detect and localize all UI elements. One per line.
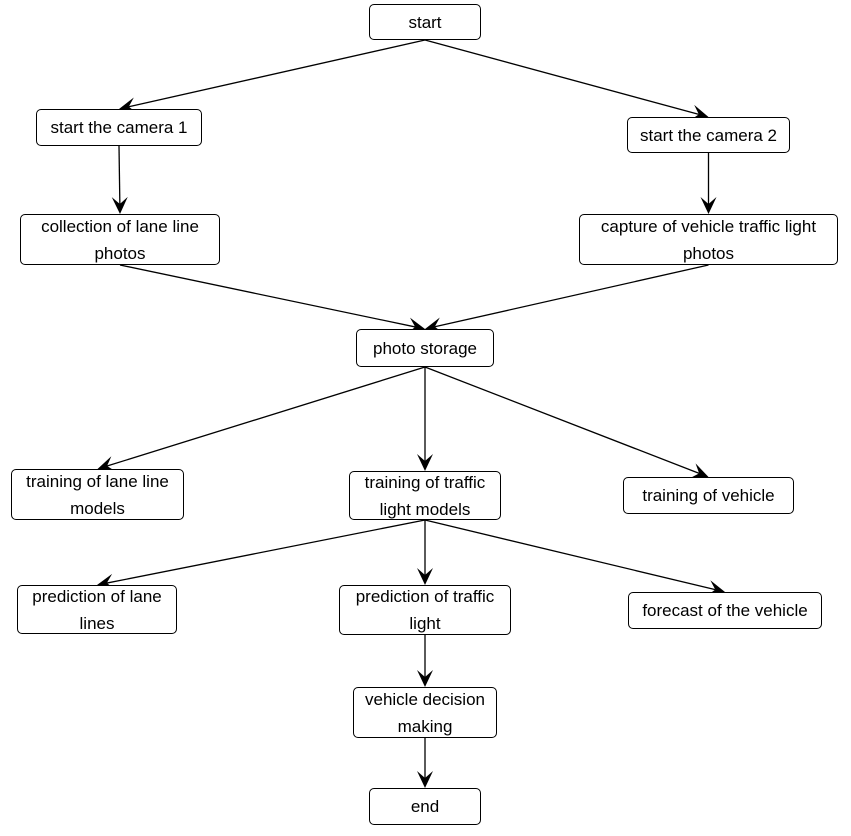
node-prediction-lane-lines: prediction of lane lines xyxy=(17,585,177,634)
node-start-camera-2: start the camera 2 xyxy=(627,117,790,153)
node-capture-traffic-light-photos: capture of vehicle traffic light photos xyxy=(579,214,838,265)
node-training-lane-models-label: training of lane line models xyxy=(26,471,169,518)
arrow-camera1-to-lane_photos xyxy=(111,145,128,214)
arrow-train_light-to-pred_lane xyxy=(97,519,426,590)
node-training-lane-models: training of lane line models xyxy=(11,469,184,520)
node-training-traffic-light-models-label: training of traffic light models xyxy=(364,472,486,519)
arrowhead xyxy=(111,196,128,214)
arrow-train_light-to-forecast_vehicle xyxy=(424,519,725,596)
arrow-light_photos-to-storage xyxy=(425,264,709,334)
arrow-storage-to-train_light xyxy=(417,367,433,471)
node-photo-storage: photo storage xyxy=(356,329,494,367)
node-training-vehicle-label: training of vehicle xyxy=(642,486,775,505)
node-forecast-vehicle: forecast of the vehicle xyxy=(628,592,822,629)
arrowhead xyxy=(417,670,433,687)
arrowhead xyxy=(700,197,717,214)
arrow-camera2-to-light_photos xyxy=(700,153,717,214)
arrowhead xyxy=(97,456,117,472)
arrow-start-to-camera1 xyxy=(119,39,426,114)
arrow-decision-to-end xyxy=(417,738,433,788)
node-start-camera-1: start the camera 1 xyxy=(36,109,202,146)
node-start-camera-1-label: start the camera 1 xyxy=(50,118,188,137)
node-vehicle-decision-making-label: vehicle decision making xyxy=(364,689,485,736)
node-photo-storage-label: photo storage xyxy=(373,338,477,358)
arrow-storage-to-train_vehicle xyxy=(424,366,709,479)
node-training-vehicle: training of vehicle xyxy=(623,477,794,514)
arrowhead xyxy=(417,771,433,788)
node-capture-traffic-light-photos-label: capture of vehicle traffic light photos xyxy=(600,216,817,263)
node-end: end xyxy=(369,788,481,825)
node-prediction-lane-lines-label: prediction of lane lines xyxy=(32,586,162,633)
node-prediction-traffic-light: prediction of traffic light xyxy=(339,585,511,635)
node-start-camera-2-label: start the camera 2 xyxy=(639,125,777,145)
node-start: start xyxy=(369,4,481,40)
node-end-label: end xyxy=(410,797,440,816)
arrow-train_light-to-pred_light xyxy=(417,520,433,585)
arrow-start-to-camera2 xyxy=(424,39,709,121)
arrowhead xyxy=(706,580,725,596)
arrow-lane_photos-to-storage xyxy=(119,264,425,334)
node-collection-lane-photos: collection of lane line photos xyxy=(20,214,220,265)
node-forecast-vehicle-label: forecast of the vehicle xyxy=(642,601,808,620)
arrowhead xyxy=(689,104,709,121)
node-collection-lane-photos-label: collection of lane line photos xyxy=(41,216,199,263)
arrowhead xyxy=(689,463,709,479)
node-start-label: start xyxy=(408,12,442,32)
node-training-traffic-light-models: training of traffic light models xyxy=(349,471,501,520)
arrowhead xyxy=(417,568,433,585)
arrowhead xyxy=(417,454,433,471)
node-vehicle-decision-making: vehicle decision making xyxy=(353,687,497,738)
arrow-storage-to-train_lane xyxy=(97,366,426,472)
node-prediction-traffic-light-label: prediction of traffic light xyxy=(355,587,495,633)
arrow-pred_light-to-decision xyxy=(417,635,433,687)
